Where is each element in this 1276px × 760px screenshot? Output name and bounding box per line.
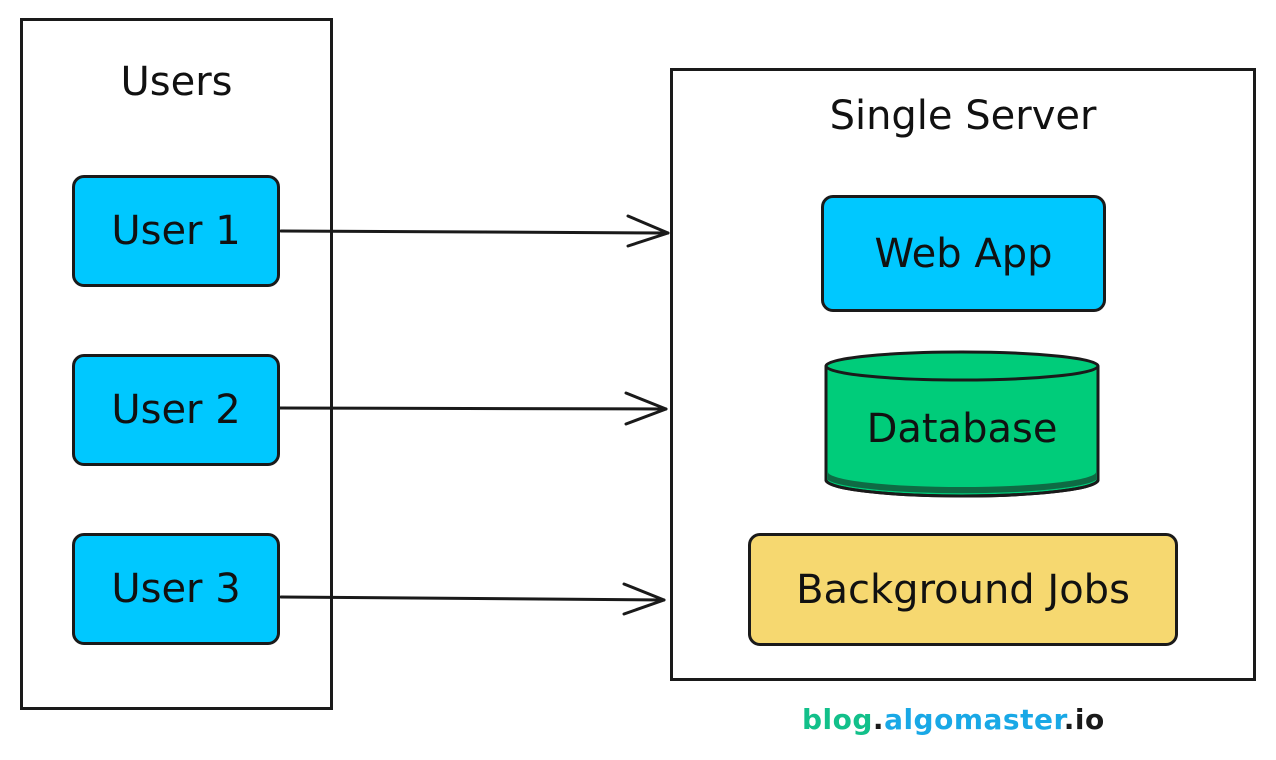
user-2-box: User 2 bbox=[72, 354, 280, 466]
users-panel-title: Users bbox=[120, 59, 233, 105]
web-app-box: Web App bbox=[821, 195, 1106, 312]
arrow-user-3-to-server bbox=[279, 582, 666, 616]
watermark-algomaster: algomaster bbox=[884, 703, 1064, 736]
database-cylinder-icon bbox=[824, 350, 1100, 498]
web-app-label: Web App bbox=[874, 230, 1053, 277]
database-label: Database bbox=[866, 406, 1058, 452]
background-jobs-label: Background Jobs bbox=[796, 566, 1130, 613]
user-3-box: User 3 bbox=[72, 533, 280, 645]
arrow-right-icon bbox=[626, 214, 670, 248]
arrow-user-1-to-server bbox=[279, 214, 670, 248]
user-2-label: User 2 bbox=[111, 387, 241, 433]
server-panel-title: Single Server bbox=[829, 93, 1097, 139]
database-cylinder: Database bbox=[822, 348, 1102, 500]
background-jobs-box: Background Jobs bbox=[748, 533, 1178, 646]
user-1-box: User 1 bbox=[72, 175, 280, 287]
arrow-right-icon bbox=[622, 582, 666, 616]
user-1-label: User 1 bbox=[111, 208, 241, 254]
arrow-right-icon bbox=[624, 391, 668, 426]
watermark-blog: blog bbox=[802, 703, 873, 736]
watermark: blog.algomaster.io bbox=[802, 703, 1105, 736]
user-3-label: User 3 bbox=[111, 566, 241, 612]
arrow-user-2-to-server bbox=[277, 391, 668, 426]
watermark-dot: . bbox=[1063, 703, 1075, 736]
watermark-dot: . bbox=[872, 703, 885, 736]
watermark-io: io bbox=[1074, 703, 1105, 736]
